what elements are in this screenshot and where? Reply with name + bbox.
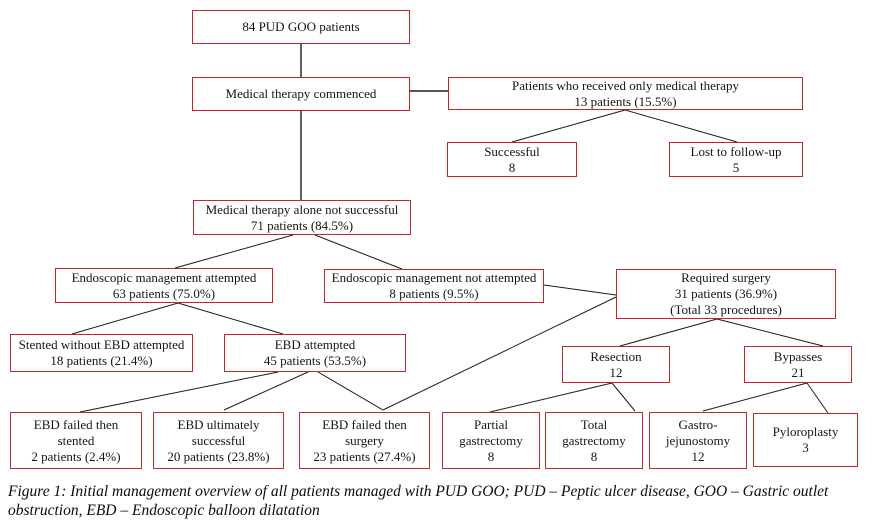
node-line: Endoscopic management attempted <box>71 269 257 285</box>
node-line: 2 patients (2.4%) <box>31 448 121 464</box>
node-line: Medical therapy commenced <box>225 86 377 101</box>
node-line: Gastro- <box>678 416 718 432</box>
node-line: surgery <box>345 432 384 448</box>
connector-required-surgery-to-bypasses <box>716 318 824 347</box>
node-medical-therapy-not-successful: Medical therapy alone not successful 71 … <box>193 200 411 235</box>
node-endoscopic-management-attempted: Endoscopic management attempted 63 patie… <box>55 268 273 303</box>
node-line: 21 <box>791 364 805 380</box>
node-lost-to-follow-up: Lost to follow-up 5 <box>669 142 803 177</box>
node-line: 20 patients (23.8%) <box>167 448 270 464</box>
node-partial-gastrectomy: Partial gastrectomy 8 <box>442 412 540 469</box>
node-line: 3 <box>802 440 809 455</box>
node-line: 23 patients (27.4%) <box>313 448 416 464</box>
node-line: EBD failed then <box>33 416 119 432</box>
connector-bypasses-to-pyloroplasty <box>806 382 829 414</box>
node-ebd-attempted: EBD attempted 45 patients (53.5%) <box>224 334 406 372</box>
connector-only-medical-to-lost <box>624 109 738 143</box>
node-pyloroplasty: Pyloroplasty 3 <box>753 413 858 467</box>
node-line: EBD ultimately <box>177 416 260 432</box>
node-bypasses: Bypasses 21 <box>744 346 852 383</box>
node-line: 8 patients (9.5%) <box>389 286 479 301</box>
node-line: Lost to follow-up <box>690 143 782 159</box>
node-line: Required surgery <box>681 270 771 285</box>
node-line: EBD attempted <box>274 337 356 352</box>
node-line: 31 patients (36.9%) <box>674 286 778 301</box>
node-line: Endoscopic management not attempted <box>331 270 537 285</box>
node-line: Bypasses <box>773 348 823 364</box>
node-line: 71 patients (84.5%) <box>250 217 354 233</box>
node-line: EBD failed then <box>322 416 407 432</box>
node-ebd-ultimately-successful: EBD ultimately successful 20 patients (2… <box>153 412 284 469</box>
connector-only-medical-to-successful <box>511 109 626 143</box>
node-line: jejunostomy <box>665 432 731 448</box>
node-required-surgery: Required surgery 31 patients (36.9%) (To… <box>616 269 836 319</box>
node-line: 84 PUD GOO patients <box>242 19 360 34</box>
node-line: Successful <box>484 143 540 159</box>
node-line: 5 <box>732 159 740 175</box>
figure-caption: Figure 1: Initial management overview of… <box>8 483 829 519</box>
node-line: Pyloroplasty <box>772 424 839 439</box>
node-line: 63 patients (75.0%) <box>112 285 216 301</box>
node-line: Resection <box>590 348 642 364</box>
node-line: 8 <box>487 448 495 464</box>
node-gastro-jejunostomy: Gastro- jejunostomy 12 <box>649 412 747 469</box>
connector-ebd-attempted-to-ebd-failed-surgery <box>317 371 384 411</box>
node-line: 18 patients (21.4%) <box>50 353 153 368</box>
node-ebd-failed-then-stented: EBD failed then stented 2 patients (2.4%… <box>10 412 142 469</box>
node-line: 13 patients (15.5%) <box>574 93 677 109</box>
node-only-medical-therapy: Patients who received only medical thera… <box>448 77 803 110</box>
node-line: Medical therapy alone not successful <box>205 201 399 217</box>
node-line: 8 <box>508 159 516 175</box>
connector-endo-attempted-to-ebd-attempted <box>177 302 284 335</box>
connector-endo-not-attempted-to-required-surgery <box>543 284 617 296</box>
connector-endo-attempted-to-stented <box>71 302 179 335</box>
connector-not-successful-to-endo-attempted <box>174 234 294 269</box>
node-line: 12 <box>691 448 705 464</box>
connector-resection-to-total <box>611 382 636 412</box>
node-line: successful <box>191 432 246 448</box>
connector-required-surgery-to-resection <box>619 318 718 347</box>
node-successful: Successful 8 <box>447 142 577 177</box>
node-resection: Resection 12 <box>562 346 670 383</box>
node-line: 8 <box>590 448 598 464</box>
node-line: 45 patients (53.5%) <box>263 353 367 368</box>
node-medical-therapy-commenced: Medical therapy commenced <box>192 77 410 111</box>
connector-resection-to-partial <box>489 382 613 413</box>
node-line: gastrectomy <box>459 432 523 448</box>
node-line: Total <box>580 416 608 432</box>
node-line: Patients who received only medical thera… <box>511 77 740 93</box>
node-stented-without-ebd: Stented without EBD attempted 18 patient… <box>10 334 193 372</box>
node-line: 12 <box>609 364 623 380</box>
connector-ebd-attempted-to-ebd-ultimately-successful <box>223 371 309 411</box>
node-84-pud-goo-patients: 84 PUD GOO patients <box>192 10 410 44</box>
node-line: (Total 33 procedures) <box>670 302 782 317</box>
node-endoscopic-management-not-attempted: Endoscopic management not attempted 8 pa… <box>324 269 544 303</box>
node-total-gastrectomy: Total gastrectomy 8 <box>545 412 643 469</box>
node-line: Partial <box>474 416 508 432</box>
node-ebd-failed-then-surgery: EBD failed then surgery 23 patients (27.… <box>299 412 430 469</box>
node-line: gastrectomy <box>562 432 626 448</box>
node-line: stented <box>57 432 95 448</box>
connector-bypasses-to-gastro <box>702 382 808 412</box>
connector-not-successful-to-endo-not-attempted <box>314 234 403 270</box>
node-line: Stented without EBD attempted <box>18 337 185 352</box>
connector-ebd-attempted-to-ebd-failed-stented <box>79 371 279 413</box>
